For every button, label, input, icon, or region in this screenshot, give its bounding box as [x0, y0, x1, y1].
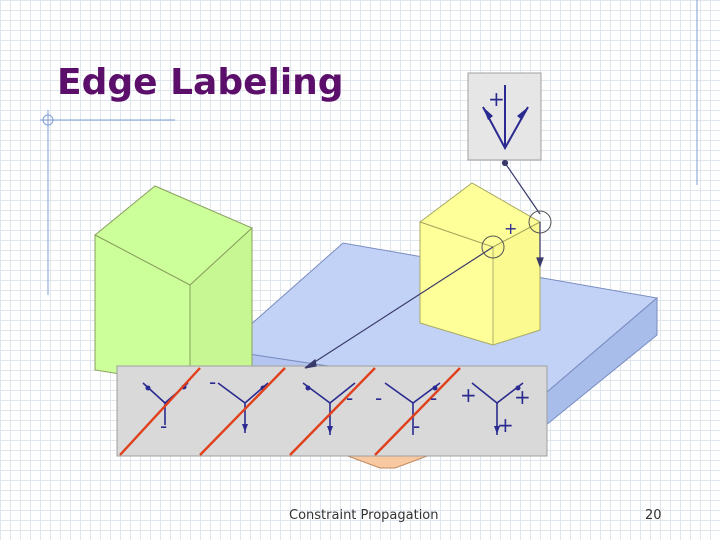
green-block [94, 185, 253, 386]
callout-plus-label: + [488, 87, 505, 111]
yellow-plus-label: + [504, 219, 517, 238]
plus-label: + [497, 413, 514, 437]
junctions [142, 382, 524, 435]
pointer-lines [304, 159, 544, 369]
arrowhead [494, 426, 500, 434]
arrowhead [145, 385, 151, 391]
minus-label: - [209, 370, 216, 394]
slide-title: Edge Labeling [57, 62, 344, 103]
yellow-block [418, 182, 542, 346]
panel-labels: - - - - - - + + + [160, 370, 531, 438]
rule-circle [42, 114, 54, 126]
crossed-lines [119, 367, 461, 456]
slide-footer: Constraint Propagation [289, 508, 439, 523]
pointer-to-panel [309, 246, 494, 366]
plus-label: + [514, 385, 531, 409]
arrowhead [305, 385, 311, 391]
junction-circle-right [528, 210, 552, 234]
arrowhead [483, 107, 493, 120]
crossed-line-4 [374, 367, 461, 456]
crossed-line-2 [199, 367, 286, 456]
crossed-line-3 [289, 367, 376, 456]
plus-label: + [460, 383, 477, 407]
arrowhead [242, 424, 248, 432]
pointer-dot [501, 159, 509, 167]
arrowhead [432, 385, 438, 391]
arrowhead [536, 257, 544, 268]
minus-label: - [430, 386, 437, 410]
minus-label: - [160, 414, 167, 438]
minus-label: - [413, 414, 420, 438]
peach-piece [344, 454, 431, 469]
arrowhead [304, 358, 317, 369]
junction-circle-left [481, 235, 505, 259]
arrowhead [327, 426, 333, 434]
page-number: 20 [645, 508, 662, 523]
crossed-line-1 [119, 367, 201, 456]
pointer-callout-to-circle [504, 162, 541, 215]
minus-label: - [375, 386, 382, 410]
arrowhead [517, 107, 528, 120]
junction-callout: + [467, 72, 542, 161]
minus-label: - [346, 386, 353, 410]
arrowhead [515, 385, 521, 391]
